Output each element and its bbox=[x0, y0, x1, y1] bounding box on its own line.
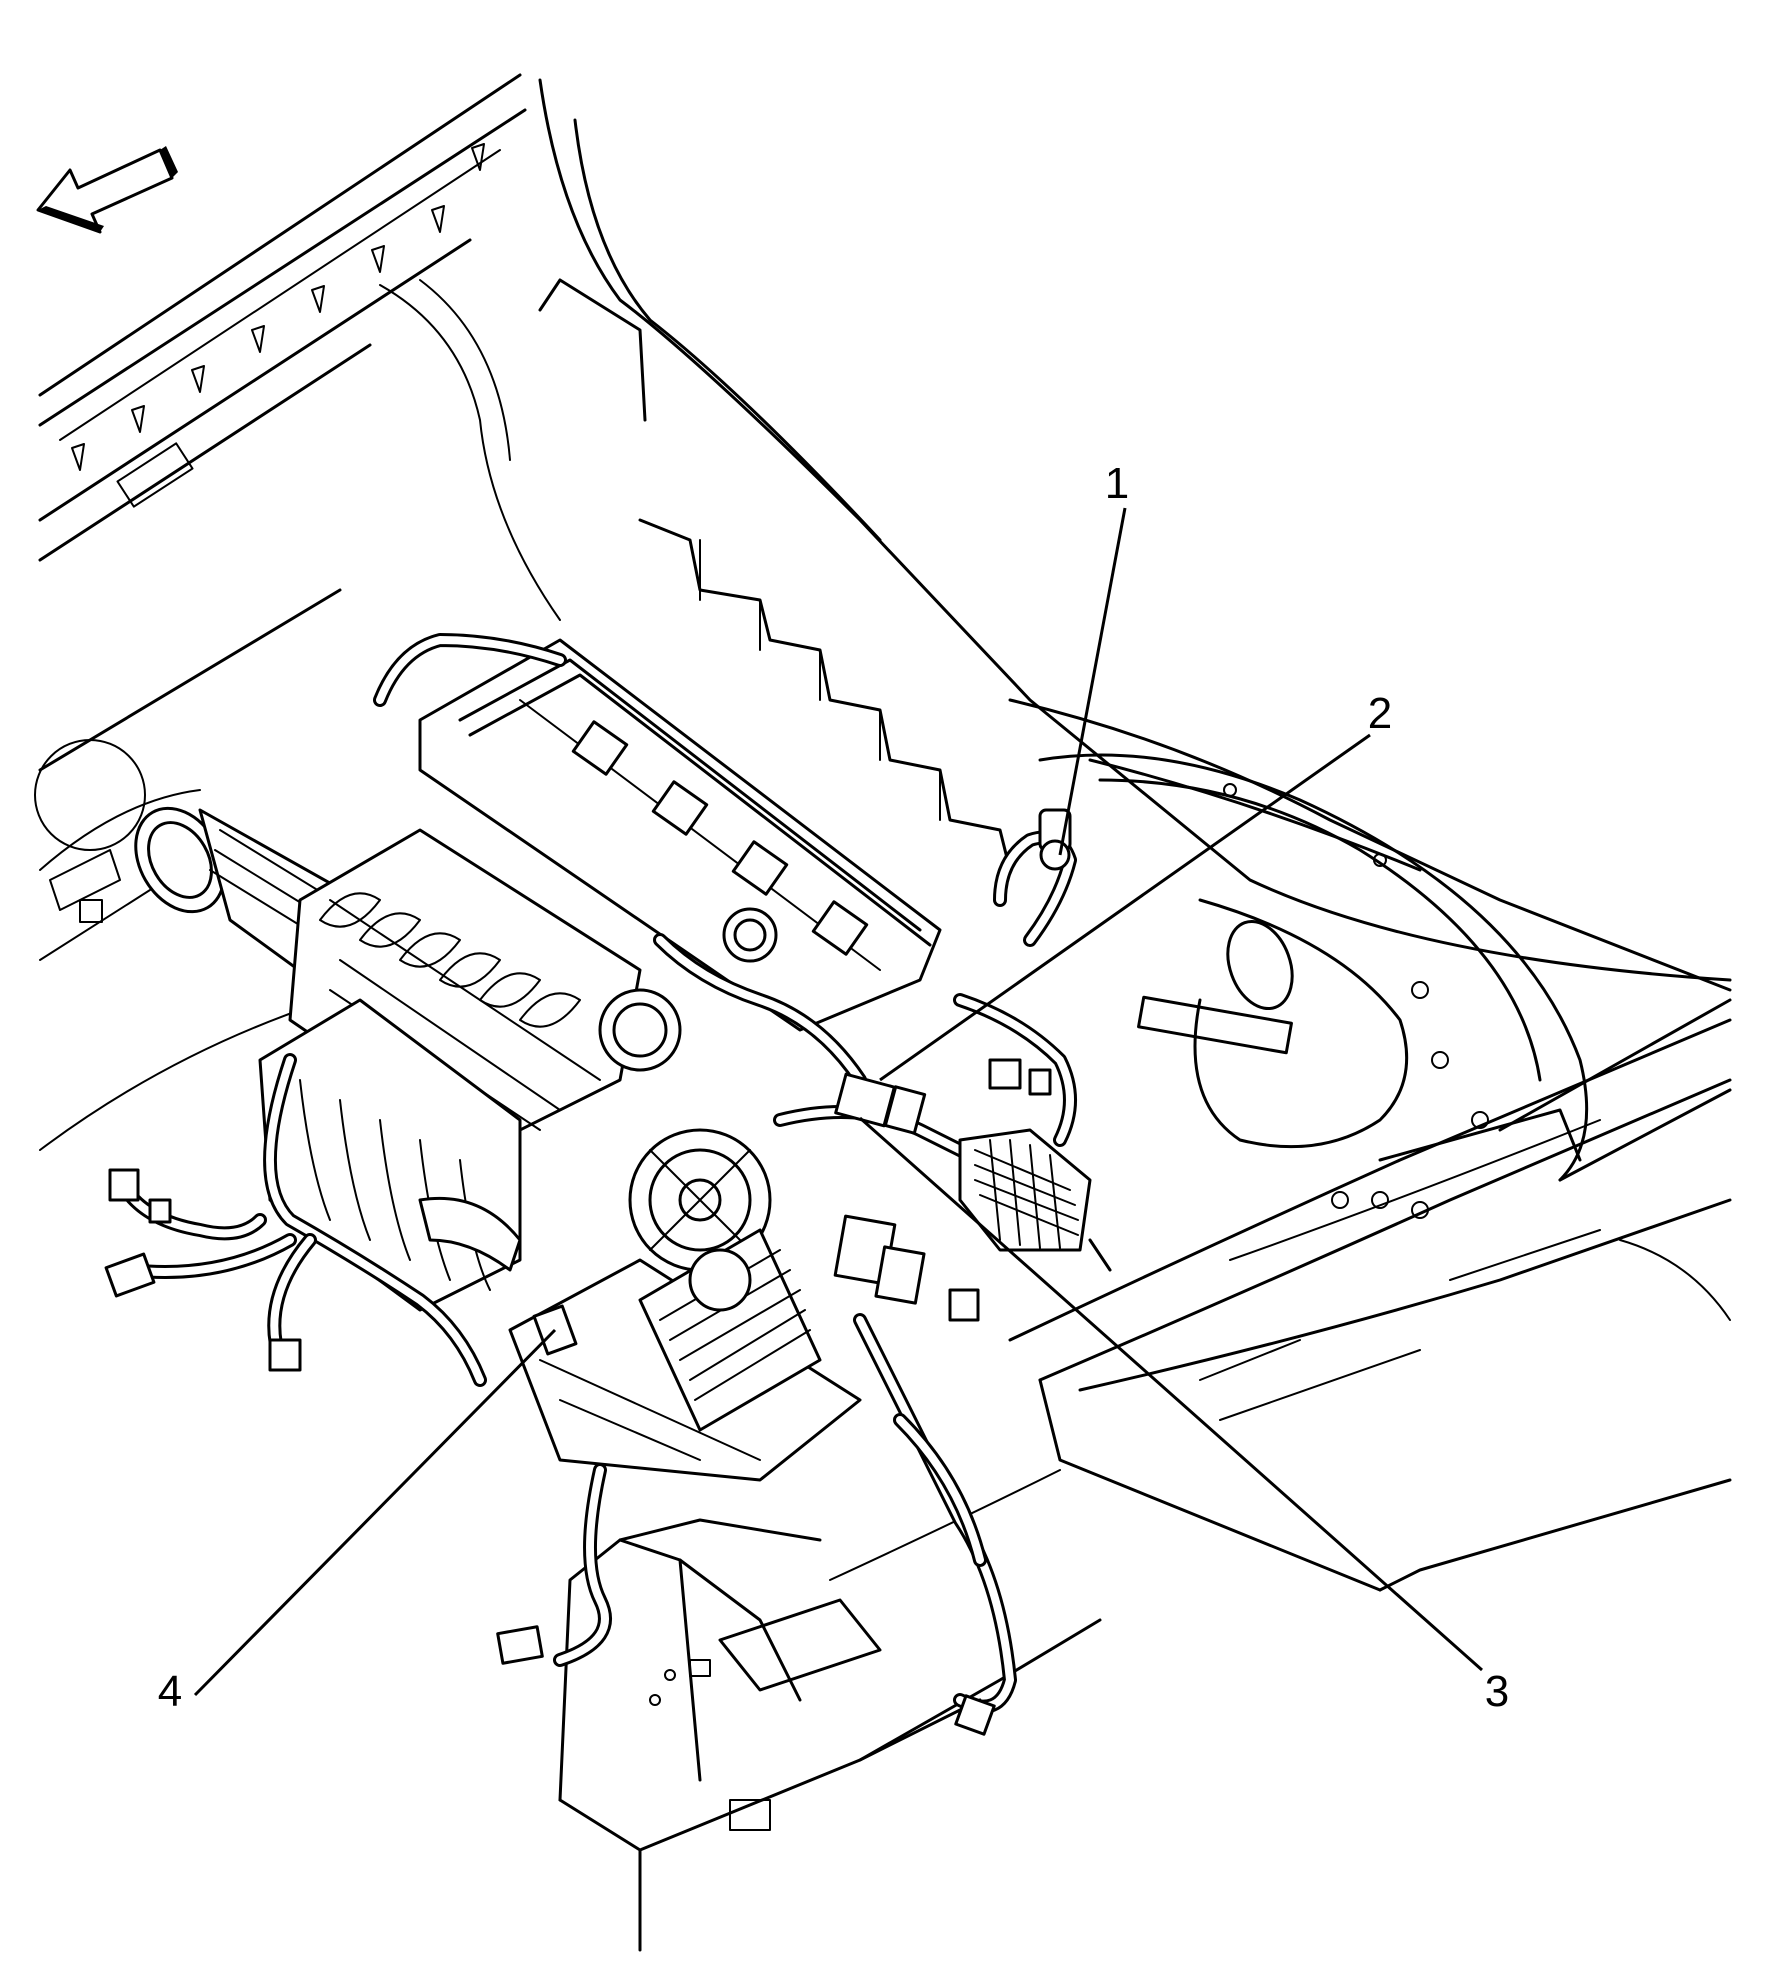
body-upper-structure bbox=[379, 78, 1732, 992]
callout-2: 2 bbox=[1368, 689, 1392, 738]
arrow-forward-icon bbox=[36, 146, 178, 234]
body-lower-crossmember bbox=[558, 1469, 1102, 1952]
callout-labels: 1 2 3 4 bbox=[158, 459, 1509, 1716]
body-right-wheelhouse bbox=[1038, 753, 1732, 1219]
callout-leaders bbox=[193, 507, 1483, 1697]
body-left-panel bbox=[34, 73, 527, 1151]
callout-1: 1 bbox=[1105, 459, 1129, 508]
callout-4: 4 bbox=[158, 1667, 182, 1716]
engine bbox=[258, 638, 942, 1482]
callout-3: 3 bbox=[1485, 1667, 1509, 1716]
body-frame-rail bbox=[1008, 1018, 1732, 1592]
